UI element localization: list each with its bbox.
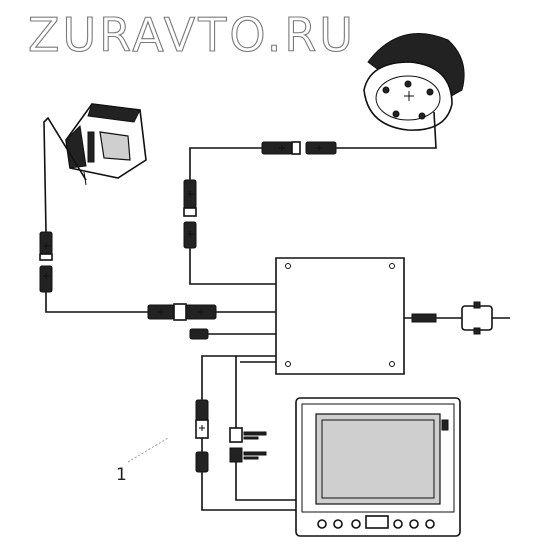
callout-1: 1 bbox=[116, 437, 169, 485]
callout-number: 1 bbox=[116, 465, 127, 485]
camera-2 bbox=[363, 33, 465, 131]
connectors bbox=[39, 141, 337, 473]
camera-1 bbox=[65, 103, 147, 186]
watermark-text: ZURAVTO.RU bbox=[28, 8, 356, 62]
monitor-buttons bbox=[317, 515, 435, 529]
wiring bbox=[43, 111, 510, 511]
power-plug bbox=[461, 301, 493, 335]
control-unit bbox=[275, 257, 437, 375]
monitor bbox=[295, 397, 461, 537]
